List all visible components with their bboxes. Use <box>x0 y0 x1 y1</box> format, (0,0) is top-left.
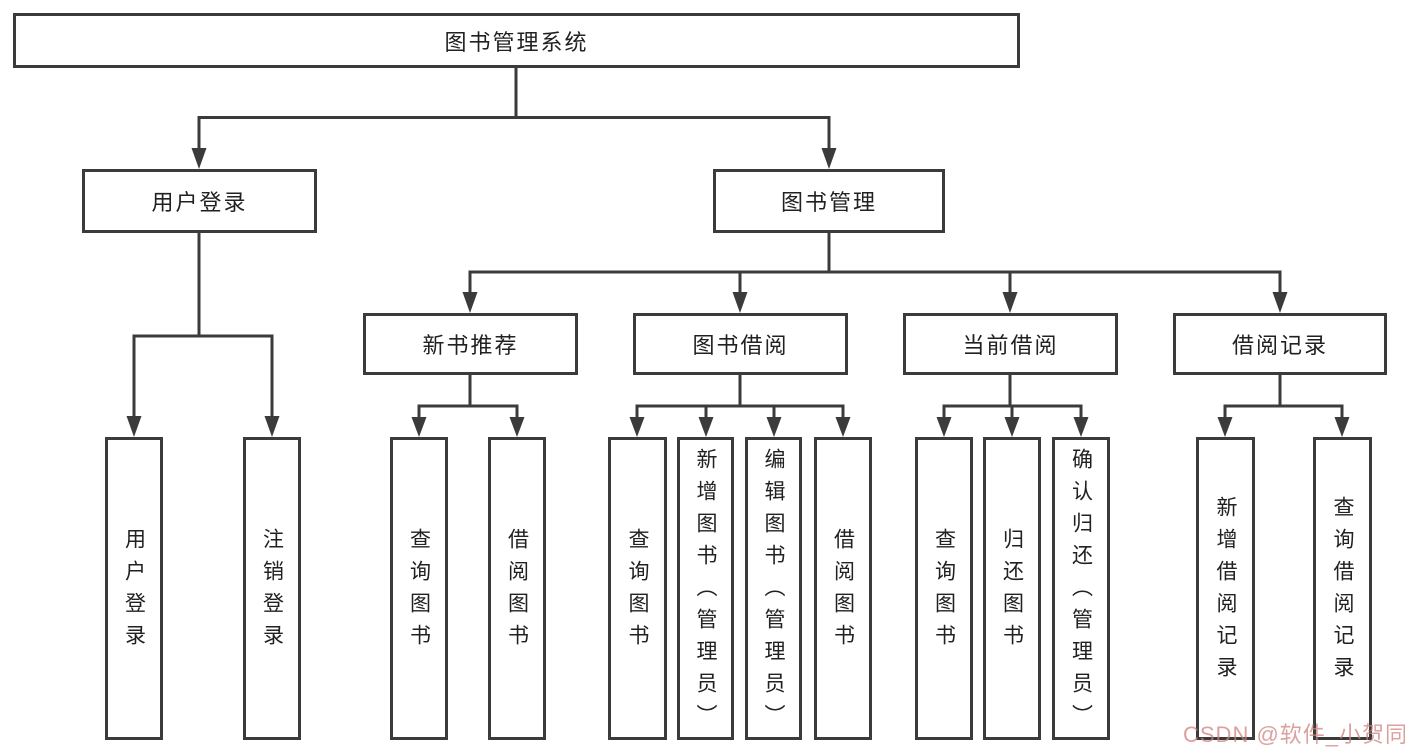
connector-borrow-records <box>1217 375 1350 437</box>
leaf-borrow-books-recommend: 借阅图书 <box>488 437 546 740</box>
watermark: CSDN @软件_小贺同学 <box>1183 722 1405 747</box>
leaf-borrow-books: 借阅图书 <box>814 437 872 740</box>
node-borrow-records: 借阅记录 <box>1173 313 1387 375</box>
connector-root <box>191 68 837 169</box>
leaf-confirm-return-admin: 确认归还（管理员） <box>1052 437 1110 740</box>
leaf-return-books: 归还图书 <box>983 437 1041 740</box>
leaf-add-books-admin: 新增图书（管理员） <box>677 437 734 740</box>
node-book-management: 图书管理 <box>713 169 945 233</box>
node-current-borrow: 当前借阅 <box>903 313 1118 375</box>
connector-new-book <box>411 375 525 437</box>
node-new-book-recommend: 新书推荐 <box>363 313 578 375</box>
node-root: 图书管理系统 <box>13 13 1020 68</box>
leaf-query-books-current: 查询图书 <box>915 437 973 740</box>
leaf-query-books-recommend: 查询图书 <box>390 437 448 740</box>
leaf-logout: 注销登录 <box>243 437 301 740</box>
leaf-query-borrow-record: 查询借阅记录 <box>1313 437 1372 740</box>
node-book-borrow: 图书借阅 <box>633 313 848 375</box>
connector-book-borrow <box>629 375 851 437</box>
leaf-user-login: 用户登录 <box>105 437 163 740</box>
connector-book-mgmt <box>462 233 1288 313</box>
leaf-add-borrow-record: 新增借阅记录 <box>1196 437 1255 740</box>
leaf-edit-books-admin: 编辑图书（管理员） <box>745 437 802 740</box>
leaf-query-books-borrow: 查询图书 <box>608 437 667 740</box>
connector-user-login <box>126 233 280 437</box>
node-user-login: 用户登录 <box>82 169 317 233</box>
connector-current-borrow <box>936 375 1089 437</box>
